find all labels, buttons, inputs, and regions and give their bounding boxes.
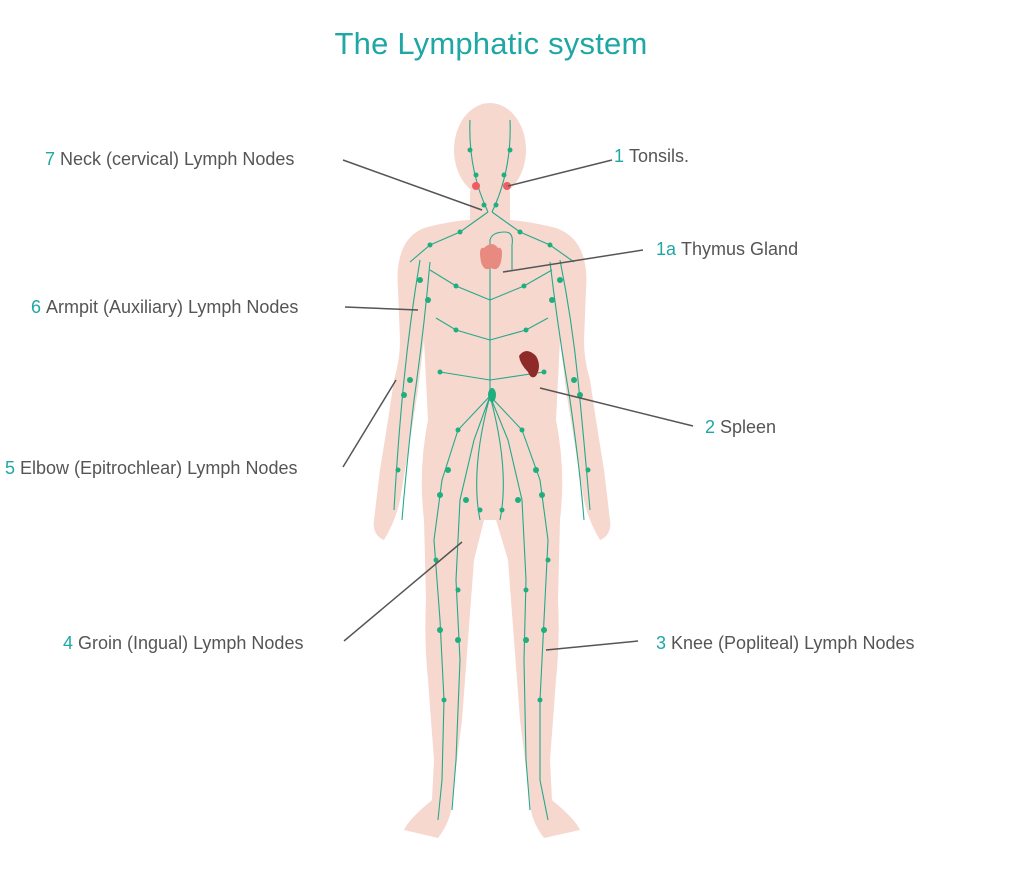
- tonsil-right: [503, 182, 511, 190]
- diagram-title: The Lymphatic system: [334, 26, 648, 61]
- tonsil-left: [472, 182, 480, 190]
- thymus-gland: [480, 244, 502, 270]
- spleen: [519, 351, 539, 378]
- leader-lines: [342, 159, 694, 651]
- lymph-nodes: [395, 147, 591, 703]
- lymph-vessels: [393, 119, 591, 821]
- body-silhouette: [373, 103, 611, 838]
- organs: [472, 182, 539, 378]
